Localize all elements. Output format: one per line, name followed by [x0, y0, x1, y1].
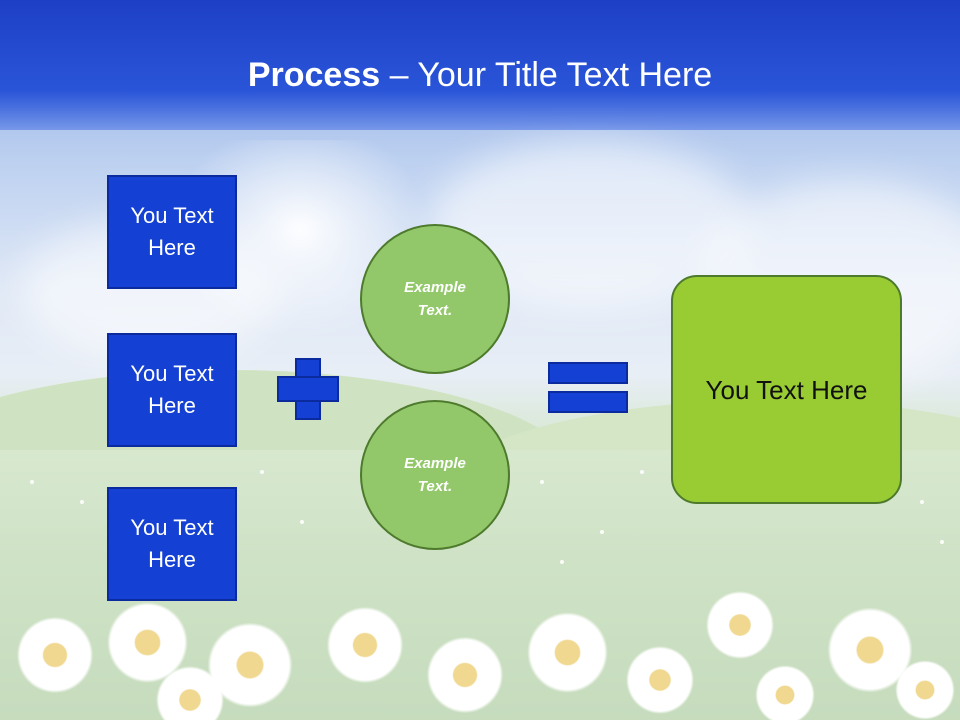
daisy	[700, 585, 780, 665]
input-box-1[interactable]: You Text Here	[107, 175, 237, 289]
result-box-text: You Text Here	[705, 374, 868, 405]
equals-top-bar	[548, 362, 628, 384]
example-circle-1[interactable]: Example Text.	[360, 224, 510, 374]
example-circle-2[interactable]: Example Text.	[360, 400, 510, 550]
daisy	[320, 600, 410, 690]
plus-center	[297, 378, 319, 400]
daisy	[420, 630, 510, 720]
flower-speck	[560, 560, 564, 564]
flower-speck	[600, 530, 604, 534]
equals-bottom-bar	[548, 391, 628, 413]
flower-speck	[80, 500, 84, 504]
input-box-2[interactable]: You Text Here	[107, 333, 237, 447]
flower-speck	[260, 470, 264, 474]
input-box-3[interactable]: You Text Here	[107, 487, 237, 601]
slide-title[interactable]: Process – Your Title Text Here	[0, 52, 960, 98]
flower-speck	[640, 470, 644, 474]
example-circle-2-text: Example Text.	[404, 455, 466, 495]
input-box-3-text: You Text Here	[130, 515, 214, 572]
title-band	[0, 0, 960, 130]
example-circle-1-text: Example Text.	[404, 279, 466, 319]
flower-speck	[920, 500, 924, 504]
input-box-1-text: You Text Here	[130, 203, 214, 260]
flower-speck	[540, 480, 544, 484]
daisy	[890, 655, 960, 720]
daisy	[10, 610, 100, 700]
daisy	[750, 660, 820, 720]
daisy	[150, 660, 230, 720]
title-rest-text: – Your Title Text Here	[380, 56, 713, 94]
input-box-2-text: You Text Here	[130, 361, 214, 418]
flower-speck	[300, 520, 304, 524]
title-bold-text: Process	[247, 56, 381, 94]
flower-speck	[940, 540, 944, 544]
result-box[interactable]: You Text Here	[671, 275, 902, 504]
flower-speck	[30, 480, 34, 484]
daisy	[620, 640, 700, 720]
daisy	[520, 605, 615, 700]
